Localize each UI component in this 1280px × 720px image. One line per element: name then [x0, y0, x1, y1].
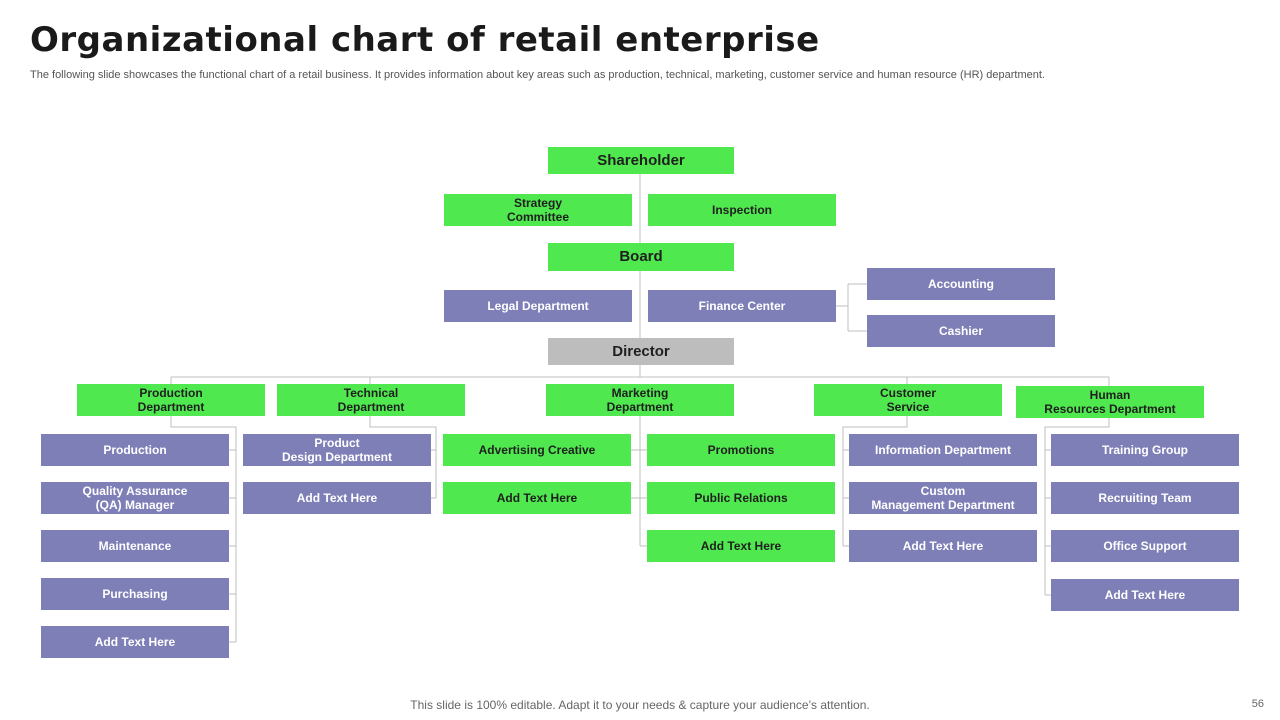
marketing-department-box: Marketing Department	[546, 384, 734, 416]
legal-department-box: Legal Department	[444, 290, 632, 322]
connector-customer-stem	[842, 416, 908, 546]
cashier-box: Cashier	[867, 315, 1055, 347]
finance-center-box: Finance Center	[648, 290, 836, 322]
footer-note: This slide is 100% editable. Adapt it to…	[410, 698, 870, 712]
recruiting-team-box: Recruiting Team	[1051, 482, 1239, 514]
maintenance-box: Maintenance	[41, 530, 229, 562]
production-department-box: Production Department	[77, 384, 265, 416]
connector-hr-stem	[1044, 418, 1110, 595]
director-box: Director	[548, 338, 734, 365]
marketing-right-placeholder-box: Add Text Here	[647, 530, 835, 562]
information-department-box: Information Department	[849, 434, 1037, 466]
custom-management-department-box: Custom Management Department	[849, 482, 1037, 514]
promotions-box: Promotions	[647, 434, 835, 466]
qa-manager-box: Quality Assurance (QA) Manager	[41, 482, 229, 514]
production-placeholder-box: Add Text Here	[41, 626, 229, 658]
marketing-left-placeholder-box: Add Text Here	[443, 482, 631, 514]
product-design-department-box: Product Design Department	[243, 434, 431, 466]
public-relations-box: Public Relations	[647, 482, 835, 514]
connector-production-stem	[170, 416, 237, 642]
strategy-committee-box: Strategy Committee	[444, 194, 632, 226]
shareholder-box: Shareholder	[548, 147, 734, 174]
customer-service-placeholder-box: Add Text Here	[849, 530, 1037, 562]
slide-subtitle: The following slide showcases the functi…	[30, 69, 1045, 81]
customer-service-box: Customer Service	[814, 384, 1002, 416]
human-resources-department-box: Human Resources Department	[1016, 386, 1204, 418]
board-box: Board	[548, 243, 734, 271]
purchasing-box: Purchasing	[41, 578, 229, 610]
technical-department-box: Technical Department	[277, 384, 465, 416]
production-box: Production	[41, 434, 229, 466]
accounting-box: Accounting	[867, 268, 1055, 300]
technical-placeholder-box: Add Text Here	[243, 482, 431, 514]
page-number: 56	[1251, 698, 1264, 710]
slide-title: Organizational chart of retail enterpris…	[30, 20, 820, 60]
training-group-box: Training Group	[1051, 434, 1239, 466]
office-support-box: Office Support	[1051, 530, 1239, 562]
inspection-box: Inspection	[648, 194, 836, 226]
connector-technical-stem	[369, 416, 437, 498]
advertising-creative-box: Advertising Creative	[443, 434, 631, 466]
hr-placeholder-box: Add Text Here	[1051, 579, 1239, 611]
